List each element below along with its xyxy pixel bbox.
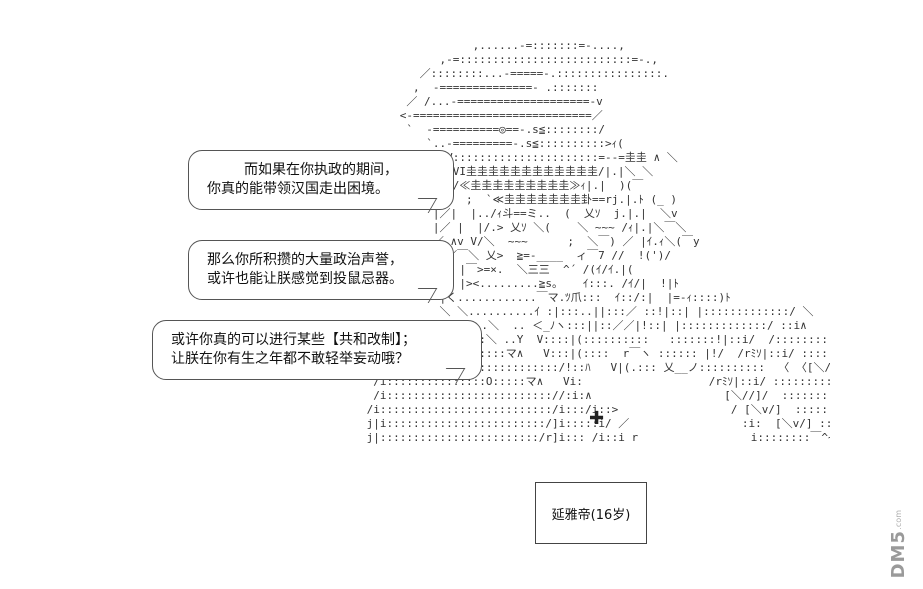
speech-bubble-3: 或许你真的可以进行某些【共和改制】； 让朕在你有生之年都不敢轻举妄动哦？ — [152, 320, 482, 380]
watermark-domain: .com — [893, 509, 903, 530]
speech-line: 你真的能带领汉国走出困境。 — [207, 181, 389, 197]
character-name-box: 延雅帝(16岁) — [535, 482, 647, 544]
speech-bubble-1: 而如果在你执政的期间， 你真的能带领汉国走出困境。 — [188, 150, 454, 210]
character-name: 延雅帝(16岁) — [551, 507, 631, 523]
ascii-art-figure: ,......-=:::::::=-...., ,-=:::::::::::::… — [366, 39, 830, 444]
site-watermark: .com DM5 — [883, 488, 913, 578]
speech-line: 那么你所积攒的大量政治声誉， — [207, 252, 403, 268]
cross-pendant: ✚ — [589, 408, 605, 429]
speech-bubble-2: 那么你所积攒的大量政治声誉， 或许也能让朕感觉到投鼠忌器。 — [188, 240, 454, 300]
speech-line: 让朕在你有生之年都不敢轻举妄动哦？ — [171, 351, 409, 367]
speech-line: 或许也能让朕感觉到投鼠忌器。 — [207, 271, 403, 287]
speech-line: 或许你真的可以进行某些【共和改制】； — [171, 332, 416, 348]
watermark-logo: DM5 — [887, 529, 909, 578]
speech-line: 而如果在你执政的期间， — [244, 162, 398, 178]
